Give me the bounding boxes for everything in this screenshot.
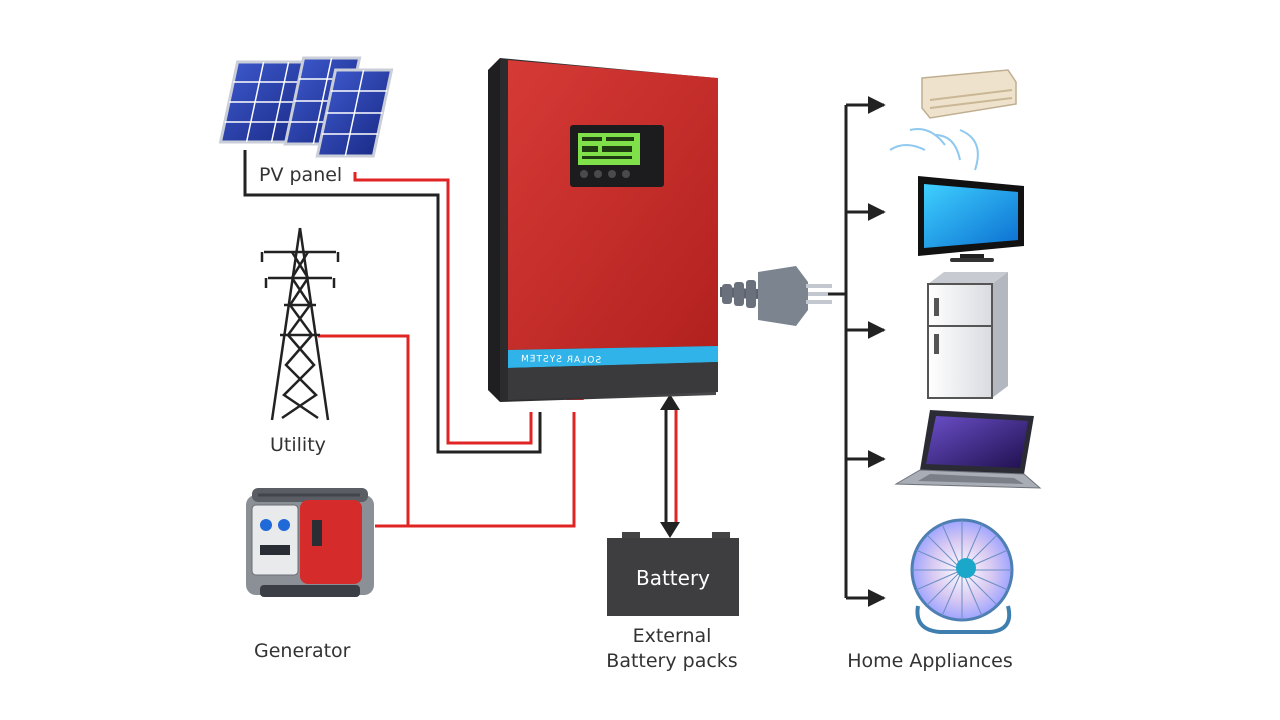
lcd-button-4 — [622, 170, 630, 178]
inverter-unit: SOLAR SYSTEM — [488, 58, 718, 402]
battery-caption-line1: External — [633, 625, 712, 647]
fan-icon — [910, 518, 1014, 634]
pv-black-wire — [243, 150, 542, 454]
inverter-blue-strip — [508, 346, 718, 368]
generator-icon — [246, 488, 374, 597]
pv-panel-icon — [218, 56, 394, 158]
generator-label: Generator — [254, 640, 351, 662]
battery-arrow-up — [660, 394, 680, 410]
lcd-button-3 — [608, 170, 616, 178]
utility-tower-icon — [260, 227, 340, 421]
television-icon — [918, 176, 1024, 262]
pv-panel-label: PV panel — [259, 164, 342, 186]
battery-icon — [607, 532, 739, 616]
inverter-lcd — [570, 125, 664, 187]
utility-label: Utility — [270, 434, 326, 456]
appliances-caption: Home Appliances — [847, 650, 1013, 672]
utility-red-wire — [318, 334, 410, 526]
battery-label: Battery — [636, 566, 710, 590]
inverter-brand-text: SOLAR SYSTEM — [520, 354, 601, 365]
battery-caption-line2: Battery packs — [606, 650, 737, 672]
air-conditioner-icon — [889, 69, 1017, 171]
generator-red-wire — [375, 412, 576, 528]
lcd-button-1 — [580, 170, 588, 178]
battery-arrow-down — [660, 522, 680, 538]
ac-plug-icon — [722, 266, 832, 326]
laptop-icon — [894, 410, 1042, 489]
pv-red-wire — [353, 172, 533, 445]
refrigerator-icon — [927, 272, 1008, 399]
lcd-button-2 — [594, 170, 602, 178]
